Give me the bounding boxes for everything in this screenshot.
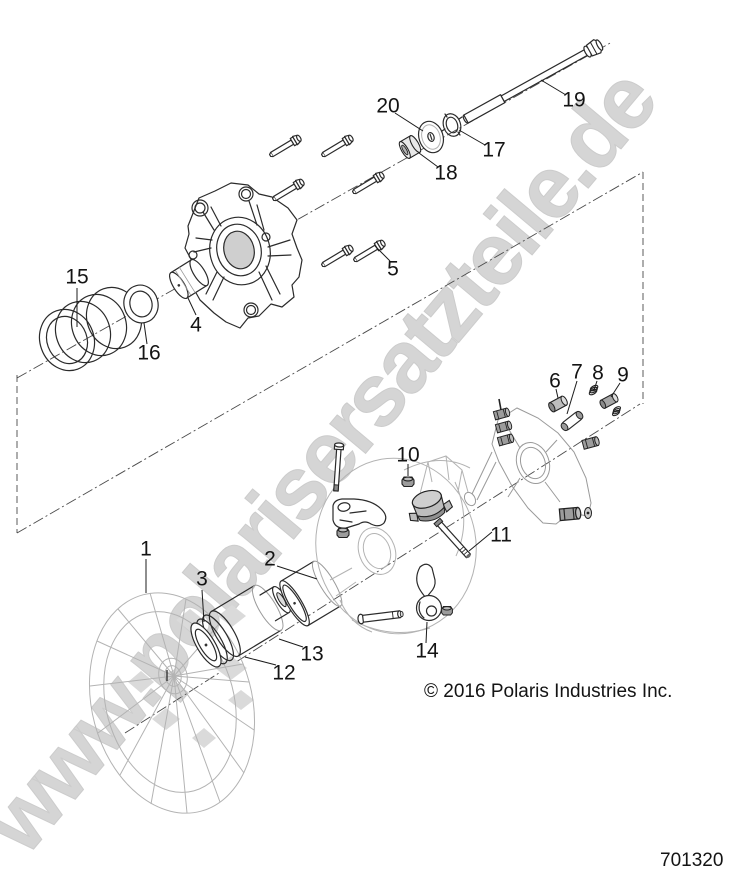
roller-bushing-part-6: [548, 395, 568, 413]
roller-bushing-part-9: [599, 392, 619, 410]
roller-pin-part-7: [560, 410, 584, 432]
callout-12: 12: [272, 661, 296, 685]
callout-17: 17: [482, 138, 506, 162]
callout-10: 10: [396, 443, 420, 467]
callout-2: 2: [264, 547, 276, 571]
callout-1: 1: [140, 537, 152, 561]
callout-4: 4: [190, 313, 202, 337]
bushing-part-4: [169, 258, 209, 300]
callout-3: 3: [196, 567, 208, 591]
locknut-part-10: [401, 476, 415, 488]
callout-14: 14: [415, 639, 439, 663]
locknut: [441, 606, 453, 616]
spacer-part-18: [398, 135, 422, 159]
callout-11: 11: [490, 523, 512, 547]
callout-18: 18: [434, 161, 458, 185]
bushing-part-2: [279, 560, 343, 627]
drawing-number: 701320: [660, 850, 724, 871]
bolt-part-11: [433, 517, 472, 559]
governor-weight-lower-part-14: [415, 563, 443, 622]
callout-6: 6: [549, 369, 561, 393]
callout-5: 5: [387, 257, 399, 281]
clutch-bolt-part-19: [462, 39, 604, 124]
spring-part-15: [38, 286, 143, 372]
callout-19: 19: [562, 88, 586, 112]
spacer-sleeve-parts-12-13-3: [190, 584, 291, 668]
cover-plate: [184, 182, 303, 329]
callout-15: 15: [65, 265, 89, 289]
locknut: [336, 527, 350, 539]
retaining-clip: [609, 405, 624, 418]
copyright-notice: © 2016 Polaris Industries Inc.: [424, 681, 673, 702]
spider-assembly: [463, 398, 601, 525]
callout-9: 9: [617, 363, 629, 387]
stud-bolt: [333, 442, 345, 492]
callout-20: 20: [376, 94, 400, 118]
fixed-sheave-part-1: [88, 592, 256, 814]
washer-part-20: [417, 120, 445, 154]
callout-7: 7: [571, 360, 583, 384]
leader-lines: [76, 79, 621, 666]
ramp-roller-cap: [408, 489, 454, 522]
callout-13: 13: [300, 642, 324, 666]
callout-16: 16: [137, 341, 161, 365]
washer-part-16: [123, 284, 159, 324]
governor-weight-upper: [332, 498, 387, 529]
callout-8: 8: [592, 361, 604, 385]
pivot-pin: [357, 610, 404, 625]
retaining-ring-part-17: [441, 113, 463, 137]
movable-sheave: [315, 455, 477, 635]
retaining-clip-part-8: [586, 383, 601, 397]
